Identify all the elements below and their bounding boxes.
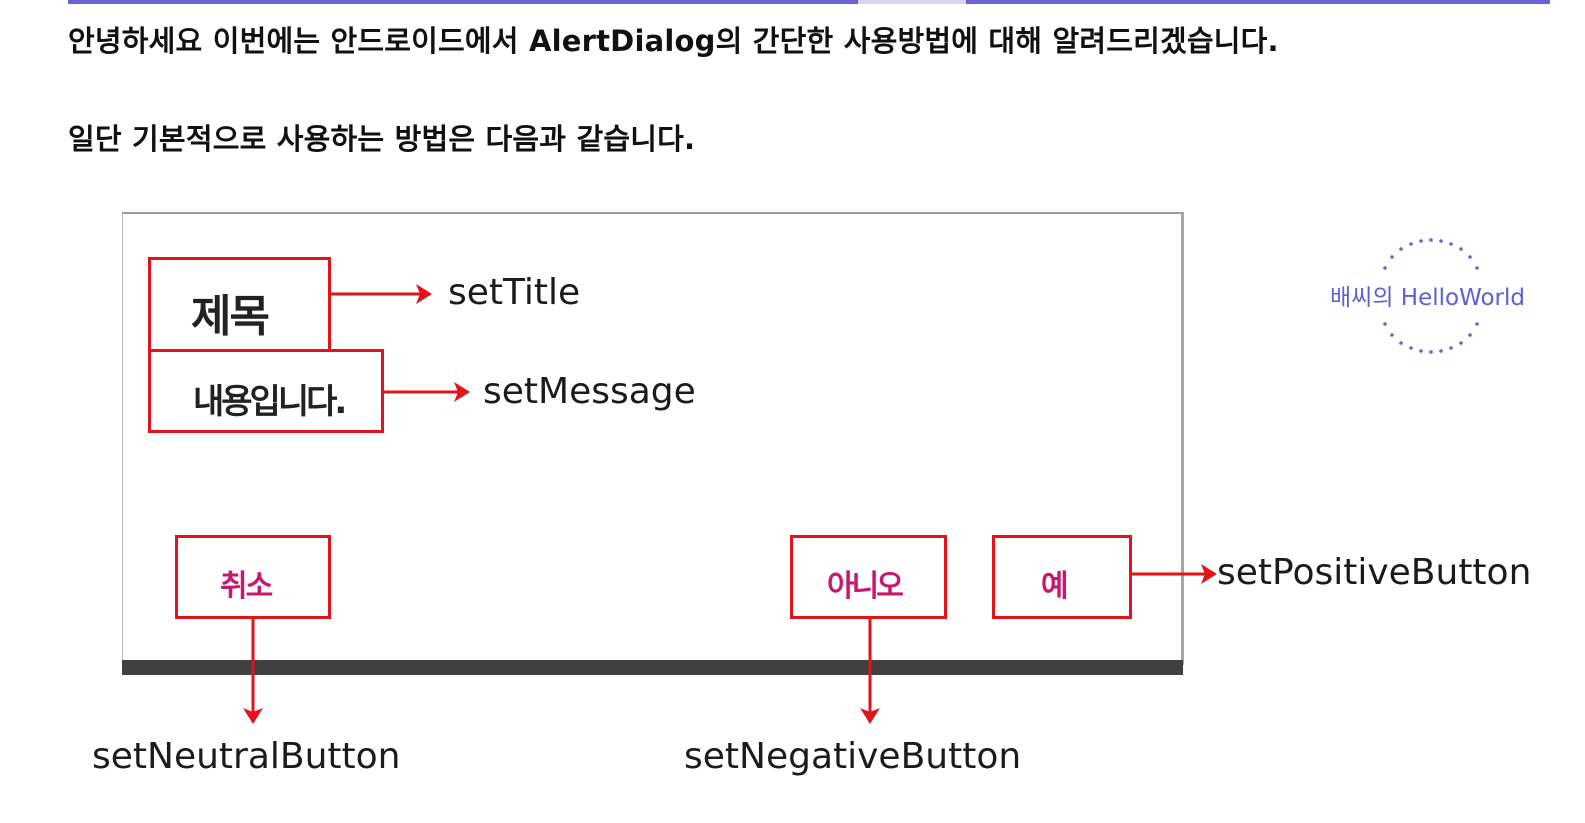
cancel-button-label: 취소 xyxy=(220,569,273,604)
label-set-neutral-button: setNeutralButton xyxy=(92,736,401,777)
label-set-title: setTitle xyxy=(448,272,581,313)
watermark-text: 배씨의 HelloWorld xyxy=(1330,285,1526,311)
dialog-bottom-bar xyxy=(122,660,1183,675)
dialog-message: 내용입니다. xyxy=(193,382,347,422)
neutral-button-box: 취소 xyxy=(175,535,331,619)
arrowhead-neutral xyxy=(243,708,263,724)
arrowhead-negative xyxy=(860,708,880,724)
dialog-title: 제목 xyxy=(191,291,270,342)
positive-button-box: 예 xyxy=(992,535,1132,619)
yes-button-label: 예 xyxy=(1041,569,1069,604)
label-set-positive-button: setPositiveButton xyxy=(1217,552,1532,593)
negative-button-box: 아니오 xyxy=(790,535,947,619)
arrowhead-positive xyxy=(1201,564,1217,584)
label-set-negative-button: setNegativeButton xyxy=(684,736,1022,777)
title-box: 제목 xyxy=(148,257,331,353)
usage-paragraph: 일단 기본적으로 사용하는 방법은 다음과 같습니다. xyxy=(68,122,696,156)
label-set-message: setMessage xyxy=(483,371,696,412)
message-box: 내용입니다. xyxy=(148,349,384,433)
no-button-label: 아니오 xyxy=(827,569,904,604)
intro-paragraph: 안녕하세요 이번에는 안드로이드에서 AlertDialog의 간단한 사용방법… xyxy=(68,24,1279,58)
top-accent-bar xyxy=(68,0,1550,4)
top-bar-image-edge xyxy=(858,0,966,4)
